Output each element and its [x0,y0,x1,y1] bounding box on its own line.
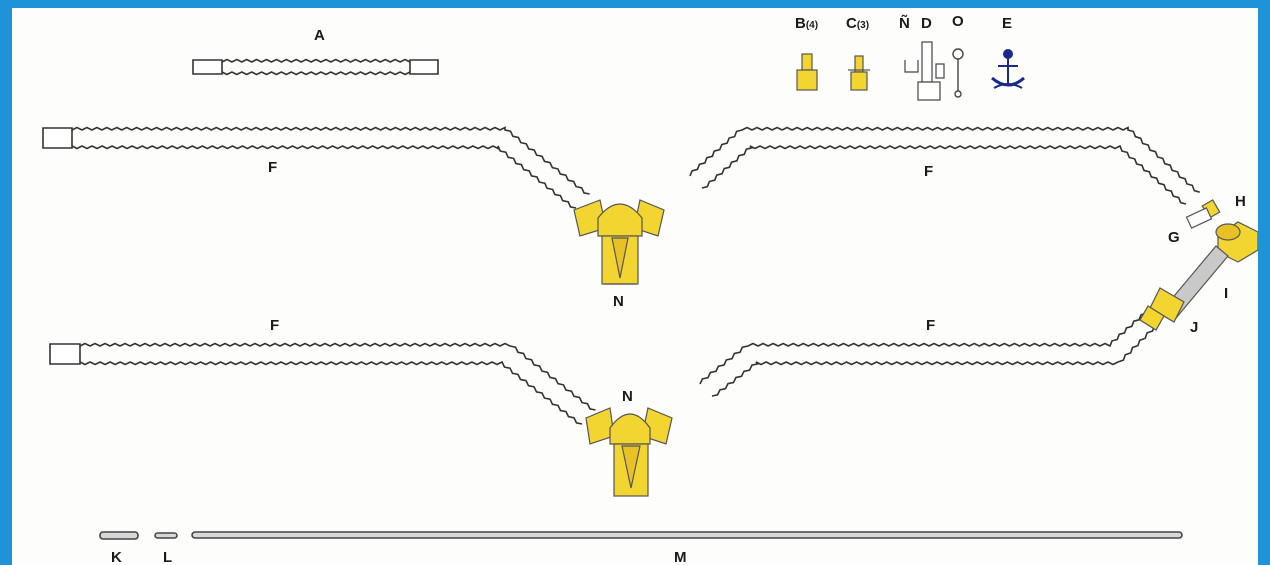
tube-f-lower-right [699,307,1161,397]
label-j: J [1190,319,1198,336]
tube-a-end-left [192,59,223,75]
label-b: B(4) [795,15,818,32]
label-n-lower: N [622,388,633,405]
g-adapter [1185,207,1213,229]
label-l: L [163,549,172,565]
tube-f-upper-left [71,126,590,209]
y-connector-upper [573,199,665,285]
label-d: D [921,15,932,32]
part-b-icon [796,53,818,91]
label-o: O [952,13,964,30]
label-f-lower-left: F [270,317,279,334]
pin-icon [952,48,964,98]
label-m: M [674,549,687,565]
label-h: H [1235,193,1246,210]
tube-a [221,58,411,76]
label-k: K [111,549,122,565]
tube-f-upper-left-end [42,127,73,149]
label-g: G [1168,229,1180,246]
label-n-upper: N [613,293,624,310]
diagram-frame: A B(4) C(3) Ñ D O E F F F F G H I J N N … [12,8,1258,565]
label-f-upper-right: F [924,163,933,180]
j-connector [1139,287,1185,331]
tube-m [191,531,1183,539]
part-k [99,531,139,540]
part-l [154,532,178,539]
tube-f-lower-left [79,342,596,425]
label-i: I [1224,285,1228,302]
label-n-tilde: Ñ [899,14,910,32]
part-c-icon [848,55,870,91]
anchor-icon [991,49,1025,89]
y-connector-lower [585,407,673,497]
tube-a-end-right [409,59,439,75]
label-f-upper-left: F [268,159,277,176]
label-a: A [314,27,325,44]
tube-f-upper-right [689,126,1200,205]
label-f-lower-right: F [926,317,935,334]
h-connector [1201,199,1258,263]
circuit-diagram: A B(4) C(3) Ñ D O E F F F F G H I J N N … [42,13,1258,565]
tube-f-lower-left-end [49,343,81,365]
clamp-icon [904,41,945,101]
label-e: E [1002,15,1012,32]
label-c: C(3) [846,15,869,32]
